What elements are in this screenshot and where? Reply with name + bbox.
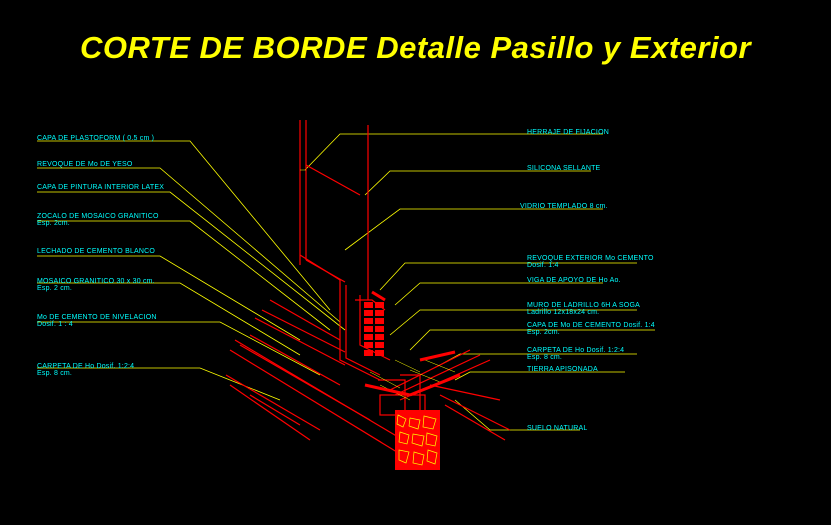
leader-herraje bbox=[304, 133, 603, 171]
brick-wall-hatch bbox=[364, 302, 384, 356]
label-suelo: SUELO NATURAL bbox=[527, 425, 588, 432]
label-mosaico: MOSAICO GRANITICO 30 x 30 cm.Esp. 2 cm. bbox=[37, 278, 155, 292]
leader-carpeta-left bbox=[37, 367, 281, 401]
leader-silicona bbox=[364, 170, 591, 196]
slab-hatch bbox=[300, 169, 456, 401]
section-lines bbox=[225, 120, 511, 461]
leader-mosaico bbox=[37, 282, 301, 356]
section-heavy-lines bbox=[364, 290, 461, 397]
leader-pintura bbox=[37, 191, 346, 331]
label-revoque-yeso: REVOQUE DE Mo DE YESO bbox=[37, 161, 133, 168]
leader-suelo bbox=[454, 399, 580, 431]
label-pintura: CAPA DE PINTURA INTERIOR LATEX bbox=[37, 184, 165, 191]
foundation-stone bbox=[395, 410, 440, 470]
label-herraje: HERRAJE DE FIJACION bbox=[527, 129, 609, 136]
label-silicona: SILICONA SELLANTE bbox=[527, 165, 601, 172]
label-vidrio: VIDRIO TEMPLADO 8 cm. bbox=[520, 203, 608, 210]
leader-muro bbox=[389, 309, 637, 336]
leader-viga bbox=[394, 282, 603, 306]
leader-nivelacion bbox=[37, 321, 321, 376]
leader-zocalo bbox=[37, 220, 331, 331]
leader-plastoform bbox=[37, 140, 331, 311]
leader-lechado bbox=[37, 255, 301, 341]
leader-lines bbox=[37, 133, 655, 431]
leader-vidrio bbox=[344, 208, 603, 251]
leader-tierra bbox=[454, 371, 625, 381]
leader-revoque-yeso bbox=[37, 167, 341, 323]
label-tierra: TIERRA APISONADA bbox=[527, 366, 598, 373]
drawing-title: CORTE DE BORDE Detalle Pasillo y Exterio… bbox=[79, 30, 752, 65]
leader-capa-cemento bbox=[409, 329, 655, 351]
label-viga: VIGA DE APOYO DE Ho Ao. bbox=[527, 277, 621, 284]
leader-revoque-ext bbox=[379, 262, 637, 291]
label-lechado: LECHADO DE CEMENTO BLANCO bbox=[37, 248, 156, 255]
label-plastoform: CAPA DE PLASTOFORM ( 0.5 cm ) bbox=[37, 135, 155, 142]
